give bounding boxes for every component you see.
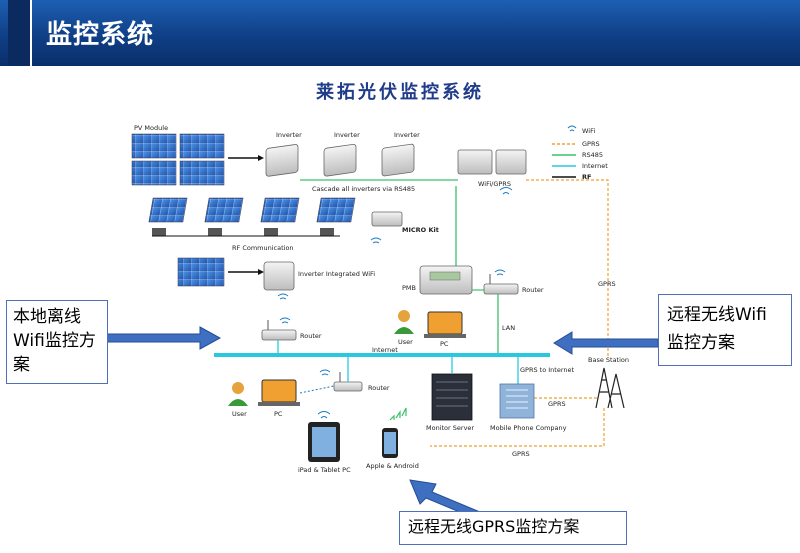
label-gprs-bottom: GPRS bbox=[512, 450, 530, 458]
label-gprs-to-internet: GPRS to Internet bbox=[520, 366, 575, 374]
label-pc-lower: PC bbox=[274, 410, 283, 418]
signal-bars-icon bbox=[389, 407, 407, 421]
user-icon bbox=[232, 382, 244, 394]
label-pmb: PMB bbox=[402, 284, 416, 292]
laptop-icon bbox=[261, 379, 297, 403]
wifi-gprs-device-2 bbox=[495, 149, 527, 175]
pv-module-integrated bbox=[177, 257, 225, 287]
laptop-icon bbox=[427, 311, 463, 335]
label-wifi-gprs: WiFi/GPRS bbox=[478, 180, 511, 188]
wifi-signal-icon bbox=[279, 317, 291, 324]
label-router-left: Router bbox=[300, 332, 322, 340]
pv-row-rf bbox=[148, 197, 356, 237]
callout-local-wifi: 本地离线Wifi监控方案 bbox=[6, 300, 108, 384]
base-station-tower-1 bbox=[595, 367, 613, 409]
wifi-signal-icon bbox=[319, 369, 331, 376]
legend-rs485: RS485 bbox=[582, 151, 603, 159]
router-right bbox=[483, 283, 519, 295]
gprs-line-right bbox=[526, 179, 609, 356]
label-monitor-server: Monitor Server bbox=[426, 424, 474, 432]
base-station-tower-2 bbox=[607, 373, 625, 409]
label-router-right: Router bbox=[522, 286, 544, 294]
diagram-title: 莱拓光伏监控系统 bbox=[316, 82, 484, 103]
label-internet: Internet bbox=[372, 346, 398, 354]
label-rf-communication: RF Communication bbox=[232, 244, 294, 252]
monitor-server-icon bbox=[431, 373, 473, 421]
inverter-integrated-wifi bbox=[263, 261, 295, 291]
wifi-signal-icon bbox=[317, 411, 331, 419]
micro-kit-device bbox=[371, 211, 403, 227]
label-gprs-mid: GPRS bbox=[548, 400, 566, 408]
legend-wifi-icon bbox=[567, 125, 577, 132]
wifi-signal-icon bbox=[370, 237, 382, 244]
label-inverter-1: Inverter bbox=[276, 131, 302, 139]
label-pc-upper: PC bbox=[440, 340, 449, 348]
user-icon bbox=[398, 310, 410, 322]
label-gprs-vertical: GPRS bbox=[598, 280, 616, 288]
label-base-station: Base Station bbox=[588, 356, 629, 364]
legend-wifi: WiFi bbox=[582, 127, 595, 135]
label-user-lower: User bbox=[232, 410, 247, 418]
label-mobile-phone-company: Mobile Phone Company bbox=[490, 424, 567, 432]
router-left bbox=[261, 329, 297, 341]
callout-remote-wifi: 远程无线Wifi监控方案 bbox=[658, 294, 792, 366]
label-pv-module: PV Module bbox=[134, 124, 168, 132]
wifi-signal-icon bbox=[499, 187, 513, 195]
label-inverter-integrated-wifi: Inverter Integrated WiFi bbox=[298, 270, 375, 278]
mobile-phone-company-building bbox=[499, 383, 535, 419]
inverter-1 bbox=[265, 144, 299, 177]
callout-remote-gprs: 远程无线GPRS监控方案 bbox=[399, 511, 627, 545]
label-user-upper: User bbox=[398, 338, 413, 346]
label-ipad-tablet: iPad & Tablet PC bbox=[298, 466, 351, 474]
legend: WiFi GPRS RS485 Internet RF bbox=[552, 125, 608, 181]
label-apple-android: Apple & Android bbox=[366, 462, 419, 470]
inverter-2 bbox=[323, 143, 357, 177]
label-inverter-2: Inverter bbox=[334, 131, 360, 139]
inverter-3 bbox=[381, 143, 415, 177]
callout-arrow-left bbox=[105, 326, 222, 350]
header-banner: 监控系统 bbox=[0, 0, 800, 66]
legend-rf: RF bbox=[582, 173, 591, 181]
page-title: 监控系统 bbox=[46, 20, 155, 50]
header-accent-bar bbox=[8, 0, 32, 66]
legend-gprs: GPRS bbox=[582, 140, 600, 148]
wifi-signal-icon bbox=[277, 293, 289, 300]
pv-module-grid bbox=[131, 133, 225, 186]
callout-arrow-right bbox=[553, 331, 659, 355]
label-inverter-3: Inverter bbox=[394, 131, 420, 139]
internet-bus bbox=[214, 353, 550, 357]
label-cascade: Cascade all inverters via RS485 bbox=[312, 185, 415, 193]
wifi-gprs-device-1 bbox=[457, 149, 493, 175]
router-lower bbox=[333, 381, 363, 392]
label-router-lower: Router bbox=[368, 384, 390, 392]
wifi-signal-icon bbox=[494, 269, 506, 276]
label-micro-kit: MICRO Kit bbox=[402, 226, 439, 234]
legend-internet: Internet bbox=[582, 162, 608, 170]
gprs-line-bottom bbox=[430, 408, 605, 447]
label-lan: LAN bbox=[502, 324, 515, 332]
